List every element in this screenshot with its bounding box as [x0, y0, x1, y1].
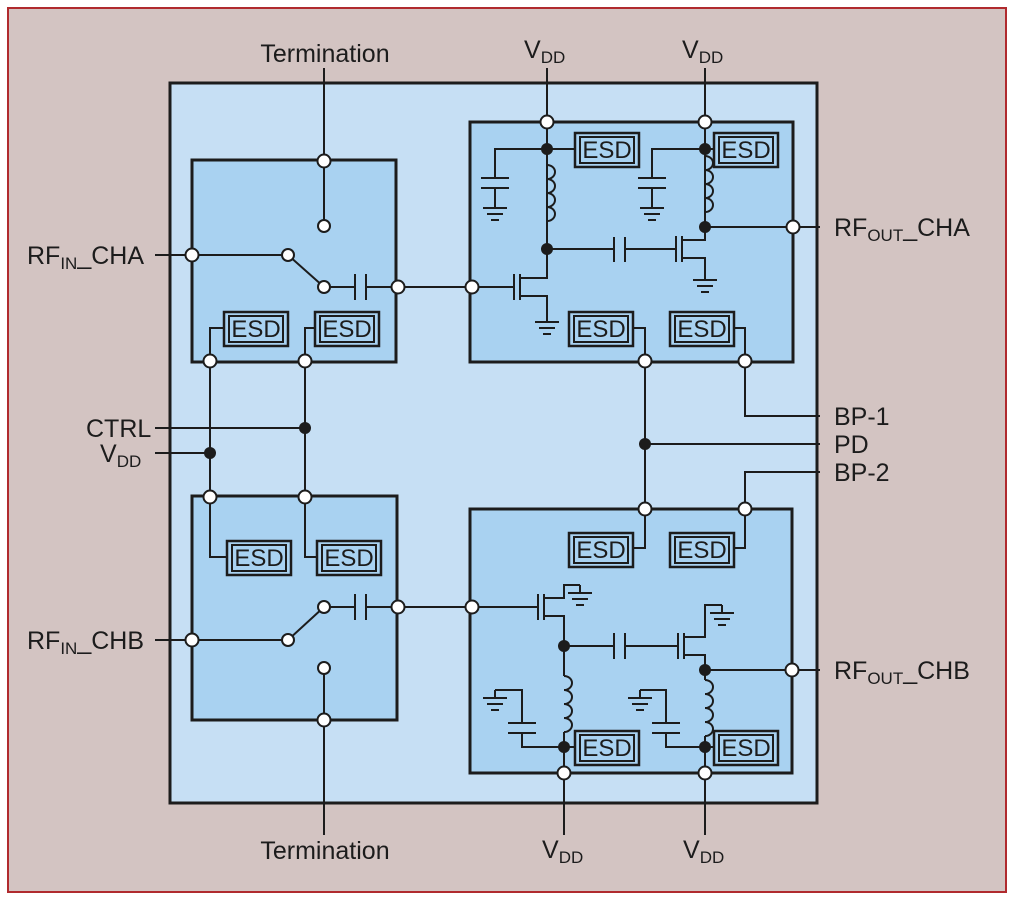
esd-box-bottom-left: ESD [225, 539, 293, 577]
label-rf-out-chb: RFOUT_CHB [834, 657, 970, 688]
esd-box-amp-b-3: ESD [573, 729, 641, 767]
label-pd: PD [834, 431, 869, 459]
label-vdd-bottom-2: VDD [683, 836, 724, 867]
esd-cells: ESD ESD ESD ESD ESD ESD ESD ESD [222, 131, 780, 767]
svg-text:ESD: ESD [322, 316, 371, 343]
svg-text:ESD: ESD [582, 137, 631, 164]
label-rf-out-cha: RFOUT_CHA [834, 214, 970, 245]
label-bp-2: BP-2 [834, 459, 890, 487]
label-rf-in-cha: RFIN_CHA [27, 242, 144, 273]
label-bp-1: BP-1 [834, 403, 890, 431]
junction-dots [204, 143, 711, 753]
label-termination-top: Termination [260, 40, 389, 68]
pins [184, 114, 801, 781]
esd-box-bottom-right: ESD [315, 539, 383, 577]
label-vdd-top-1: VDD [524, 36, 565, 67]
svg-text:ESD: ESD [677, 537, 726, 564]
svg-text:ESD: ESD [576, 537, 625, 564]
switch-block-chb [190, 494, 399, 722]
label-vdd-bottom-1: VDD [542, 836, 583, 867]
svg-text:ESD: ESD [234, 545, 283, 572]
esd-box-amp-a-3: ESD [567, 310, 635, 348]
label-vdd-top-2: VDD [682, 36, 723, 67]
svg-text:ESD: ESD [677, 316, 726, 343]
label-rf-in-chb: RFIN_CHB [27, 627, 144, 658]
label-vdd-left: VDD [100, 440, 141, 471]
svg-text:ESD: ESD [576, 316, 625, 343]
label-termination-bottom: Termination [260, 837, 389, 865]
esd-box-amp-b-1: ESD [567, 531, 635, 569]
esd-box-amp-a-2: ESD [712, 131, 780, 169]
label-ctrl: CTRL [86, 415, 151, 443]
esd-box-amp-b-4: ESD [712, 729, 780, 767]
esd-box-amp-b-2: ESD [668, 531, 736, 569]
esd-box-amp-a-4: ESD [668, 310, 736, 348]
svg-text:ESD: ESD [721, 735, 770, 762]
esd-box-top-left: ESD [222, 310, 290, 348]
svg-text:ESD: ESD [231, 316, 280, 343]
esd-box-top-right: ESD [313, 310, 381, 348]
esd-box-amp-a-1: ESD [573, 131, 641, 169]
svg-text:ESD: ESD [721, 137, 770, 164]
svg-text:ESD: ESD [582, 735, 631, 762]
svg-text:ESD: ESD [324, 545, 373, 572]
